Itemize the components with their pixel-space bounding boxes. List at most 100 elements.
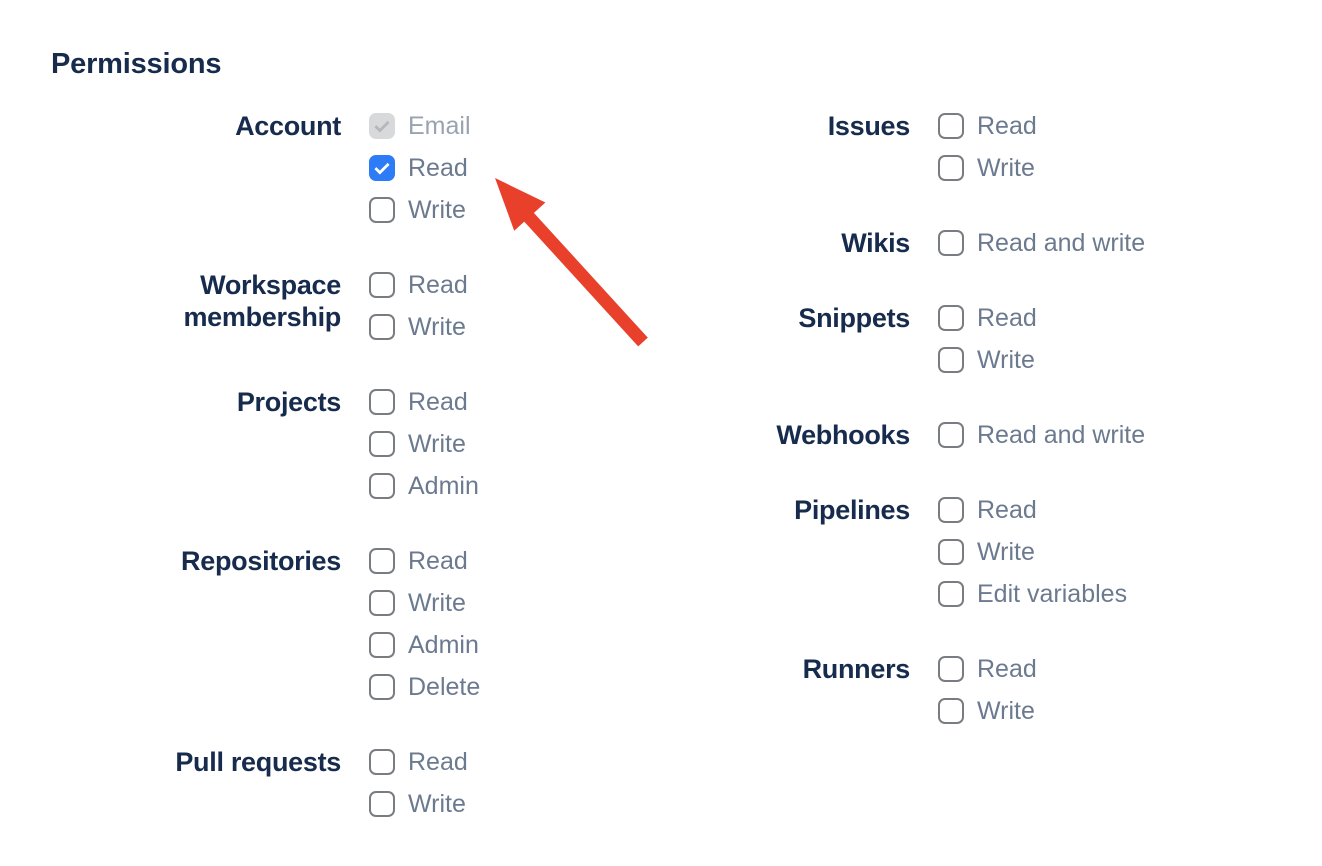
runners-write-label[interactable]: Write: [977, 696, 1035, 725]
workspace-membership-group-label: Workspace membership: [183, 270, 341, 332]
account-write-label[interactable]: Write: [408, 195, 466, 224]
pull-requests-read-option[interactable]: Read: [369, 747, 468, 776]
projects-admin-label[interactable]: Admin: [408, 471, 479, 500]
runners-read-label[interactable]: Read: [977, 654, 1037, 683]
workspace-membership-write-label[interactable]: Write: [408, 312, 466, 341]
repositories-delete-label[interactable]: Delete: [408, 672, 481, 701]
wikis-group-label: Wikis: [841, 228, 910, 258]
permission-group-pipelines: Pipelines Read Write Edit variables: [650, 495, 1145, 623]
account-read-option[interactable]: Read: [369, 153, 471, 182]
webhooks-read-and-write-label[interactable]: Read and write: [977, 420, 1146, 449]
projects-admin-option[interactable]: Admin: [369, 471, 479, 500]
permission-group-pull-requests: Pull requests Read Write: [166, 747, 596, 833]
pipelines-read-option[interactable]: Read: [938, 495, 1127, 524]
pipelines-read-checkbox[interactable]: [938, 497, 964, 523]
issues-write-checkbox[interactable]: [938, 155, 964, 181]
runners-read-option[interactable]: Read: [938, 654, 1037, 683]
workspace-membership-read-label[interactable]: Read: [408, 270, 468, 299]
workspace-membership-read-checkbox[interactable]: [369, 272, 395, 298]
runners-group-label: Runners: [802, 654, 911, 684]
snippets-read-label[interactable]: Read: [977, 303, 1037, 332]
runners-write-option[interactable]: Write: [938, 696, 1037, 725]
repositories-admin-label[interactable]: Admin: [408, 630, 479, 659]
account-read-checkbox[interactable]: [369, 155, 395, 181]
snippets-write-option[interactable]: Write: [938, 345, 1037, 374]
repositories-read-label[interactable]: Read: [408, 546, 468, 575]
pipelines-write-option[interactable]: Write: [938, 537, 1127, 566]
snippets-write-checkbox[interactable]: [938, 347, 964, 373]
account-email-label: Email: [408, 111, 471, 140]
workspace-membership-read-option[interactable]: Read: [369, 270, 468, 299]
runners-read-checkbox[interactable]: [938, 656, 964, 682]
issues-write-option[interactable]: Write: [938, 153, 1037, 182]
account-email-checkbox: [369, 113, 395, 139]
repositories-read-option[interactable]: Read: [369, 546, 480, 575]
permissions-column-left: Account Email Read Write: [166, 111, 596, 866]
snippets-group-label: Snippets: [798, 303, 910, 333]
permission-group-workspace-membership: Workspace membership Read Write: [166, 270, 596, 356]
runners-write-checkbox[interactable]: [938, 698, 964, 724]
pipelines-write-label[interactable]: Write: [977, 537, 1035, 566]
account-write-option[interactable]: Write: [369, 195, 471, 224]
pipelines-edit-variables-option[interactable]: Edit variables: [938, 579, 1128, 608]
pipelines-read-label[interactable]: Read: [977, 495, 1037, 524]
projects-group-label: Projects: [236, 387, 341, 417]
repositories-admin-option[interactable]: Admin: [369, 630, 480, 659]
snippets-write-label[interactable]: Write: [977, 345, 1035, 374]
permission-group-projects: Projects Read Write Admin: [166, 387, 596, 515]
webhooks-read-and-write-checkbox[interactable]: [938, 422, 964, 448]
projects-write-option[interactable]: Write: [369, 429, 479, 458]
wikis-read-and-write-checkbox[interactable]: [938, 230, 964, 256]
permission-group-repositories: Repositories Read Write Admin: [166, 546, 596, 716]
account-read-label[interactable]: Read: [408, 153, 468, 182]
account-group-label: Account: [235, 111, 341, 141]
pull-requests-read-label[interactable]: Read: [408, 747, 468, 776]
permission-group-webhooks: Webhooks Read and write: [650, 420, 1146, 464]
repositories-write-label[interactable]: Write: [408, 588, 466, 617]
permission-group-snippets: Snippets Read Write: [650, 303, 1145, 389]
issues-read-checkbox[interactable]: [938, 113, 964, 139]
pull-requests-write-option[interactable]: Write: [369, 789, 468, 818]
account-write-checkbox[interactable]: [369, 197, 395, 223]
workspace-membership-write-checkbox[interactable]: [369, 314, 395, 340]
wikis-read-and-write-option[interactable]: Read and write: [938, 228, 1146, 257]
snippets-read-option[interactable]: Read: [938, 303, 1037, 332]
repositories-delete-checkbox[interactable]: [369, 674, 395, 700]
issues-read-option[interactable]: Read: [938, 111, 1037, 140]
wikis-read-and-write-label[interactable]: Read and write: [977, 228, 1146, 257]
pull-requests-read-checkbox[interactable]: [369, 749, 395, 775]
issues-write-label[interactable]: Write: [977, 153, 1035, 182]
permission-group-issues: Issues Read Write: [650, 111, 1145, 197]
account-email-option: Email: [369, 111, 471, 140]
pull-requests-write-label[interactable]: Write: [408, 789, 466, 818]
repositories-delete-option[interactable]: Delete: [369, 672, 481, 701]
pipelines-write-checkbox[interactable]: [938, 539, 964, 565]
pull-requests-write-checkbox[interactable]: [369, 791, 395, 817]
pipelines-group-label: Pipelines: [794, 495, 910, 525]
permission-group-runners: Runners Read Write: [650, 654, 1145, 740]
projects-read-label[interactable]: Read: [408, 387, 468, 416]
projects-read-checkbox[interactable]: [369, 389, 395, 415]
repositories-group-label: Repositories: [181, 546, 341, 576]
issues-read-label[interactable]: Read: [977, 111, 1037, 140]
repositories-write-option[interactable]: Write: [369, 588, 480, 617]
snippets-read-checkbox[interactable]: [938, 305, 964, 331]
permissions-columns: Account Email Read Write: [51, 111, 1322, 866]
webhooks-read-and-write-option[interactable]: Read and write: [938, 420, 1146, 449]
projects-write-label[interactable]: Write: [408, 429, 466, 458]
permission-group-wikis: Wikis Read and write: [650, 228, 1146, 272]
projects-read-option[interactable]: Read: [369, 387, 479, 416]
webhooks-group-label: Webhooks: [776, 420, 910, 450]
repositories-admin-checkbox[interactable]: [369, 632, 395, 658]
projects-write-checkbox[interactable]: [369, 431, 395, 457]
page-title: Permissions: [51, 48, 222, 80]
projects-admin-checkbox[interactable]: [369, 473, 395, 499]
repositories-read-checkbox[interactable]: [369, 548, 395, 574]
repositories-write-checkbox[interactable]: [369, 590, 395, 616]
pull-requests-group-label: Pull requests: [175, 747, 341, 777]
workspace-membership-write-option[interactable]: Write: [369, 312, 468, 341]
permissions-column-right: Issues Read Write Wikis: [650, 111, 1146, 866]
pipelines-edit-variables-label[interactable]: Edit variables: [977, 579, 1128, 608]
pipelines-edit-variables-checkbox[interactable]: [938, 581, 964, 607]
